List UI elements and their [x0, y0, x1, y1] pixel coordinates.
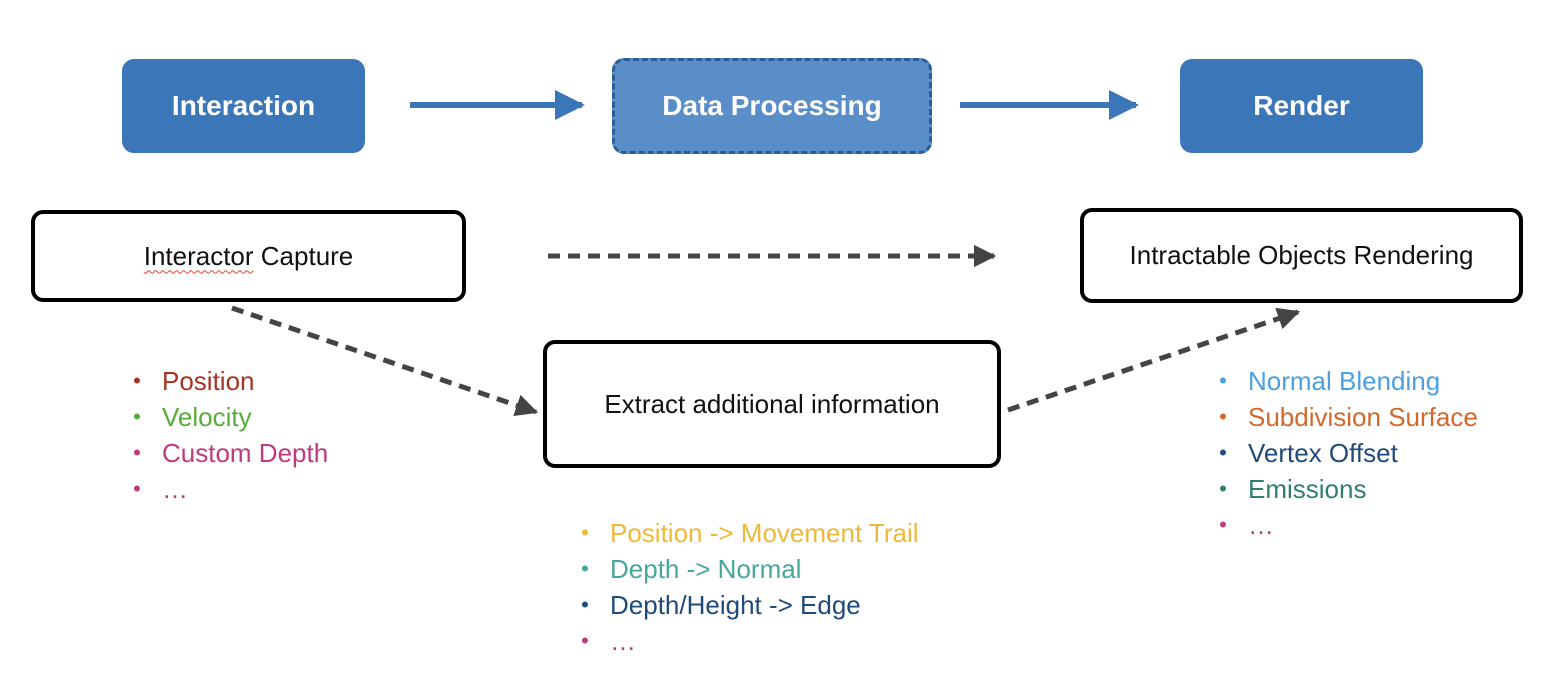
capture-attributes-list: •Position•Velocity•Custom Depth•… [130, 363, 328, 507]
capture-label-word1: Interactor [143, 240, 254, 271]
bullet-icon: • [1219, 440, 1227, 465]
list-item: •… [578, 623, 919, 659]
list-item-text: Vertex Offset [1248, 438, 1398, 468]
arrow-extract-to-render [1007, 307, 1301, 413]
bullet-icon: • [581, 592, 589, 617]
list-item: • Vertex Offset [1216, 435, 1478, 471]
list-item-text: Normal Blending [1248, 366, 1441, 396]
capture-label-word2: Capture [253, 240, 354, 271]
list-item-text: … [610, 626, 636, 656]
list-item: • Normal Blending [1216, 363, 1478, 399]
list-item: •… [130, 471, 328, 507]
rendering-label: Intractable Objects Rendering [1129, 240, 1474, 270]
extract-info-box: Extract additional information [543, 340, 1001, 468]
interactor-capture-box: Interactor Capture [31, 210, 466, 302]
bullet-icon: • [581, 628, 589, 653]
list-item: •… [1216, 507, 1478, 543]
list-item: • Custom Depth [130, 435, 328, 471]
stage-data-processing: Data Processing [612, 58, 932, 154]
bullet-icon: • [1219, 512, 1227, 537]
extract-label: Extract additional information [604, 388, 940, 419]
list-item-text: Depth -> Normal [610, 554, 802, 584]
list-item-text: Custom Depth [162, 438, 329, 468]
list-item: • Velocity [130, 399, 328, 435]
list-item: • Position [130, 363, 328, 399]
list-item-text: Subdivision Surface [1248, 402, 1478, 432]
bullet-icon: • [1219, 476, 1227, 501]
list-item-text: Position [162, 366, 255, 396]
render-effects-list: • Normal Blending • Subdivision Surface • Ver… [1216, 363, 1478, 543]
list-item-text: Position -> Movement Trail [610, 518, 919, 548]
bullet-icon: • [1219, 404, 1227, 429]
bullet-icon: • [581, 520, 589, 545]
list-item: • Depth/Height -> Edge [578, 587, 919, 623]
list-item: • Depth -> Normal [578, 551, 919, 587]
list-item-text: Depth/Height -> Edge [610, 590, 861, 620]
bullet-icon: • [1219, 368, 1227, 393]
stage-render: Render [1180, 59, 1423, 153]
list-item-text: Emissions [1248, 474, 1367, 504]
arrow-capture-to-extract [231, 305, 539, 417]
list-item-text: … [162, 474, 188, 504]
bullet-icon: • [133, 440, 141, 465]
list-item-text: Velocity [162, 402, 252, 432]
list-item: • Position -> Movement Trail [578, 515, 919, 551]
objects-rendering-box: Intractable Objects Rendering [1080, 208, 1523, 303]
list-item-text: … [1248, 510, 1274, 540]
list-item: • Subdivision Surface [1216, 399, 1478, 435]
extract-derivations-list: • Position -> Movement Trail • Depth -> Nor… [578, 515, 919, 659]
list-item: • Emissions [1216, 471, 1478, 507]
stage-interaction: Interaction [122, 59, 365, 153]
bullet-icon: • [133, 404, 141, 429]
bullet-icon: • [133, 476, 141, 501]
bullet-icon: • [581, 556, 589, 581]
bullet-icon: • [133, 368, 141, 393]
